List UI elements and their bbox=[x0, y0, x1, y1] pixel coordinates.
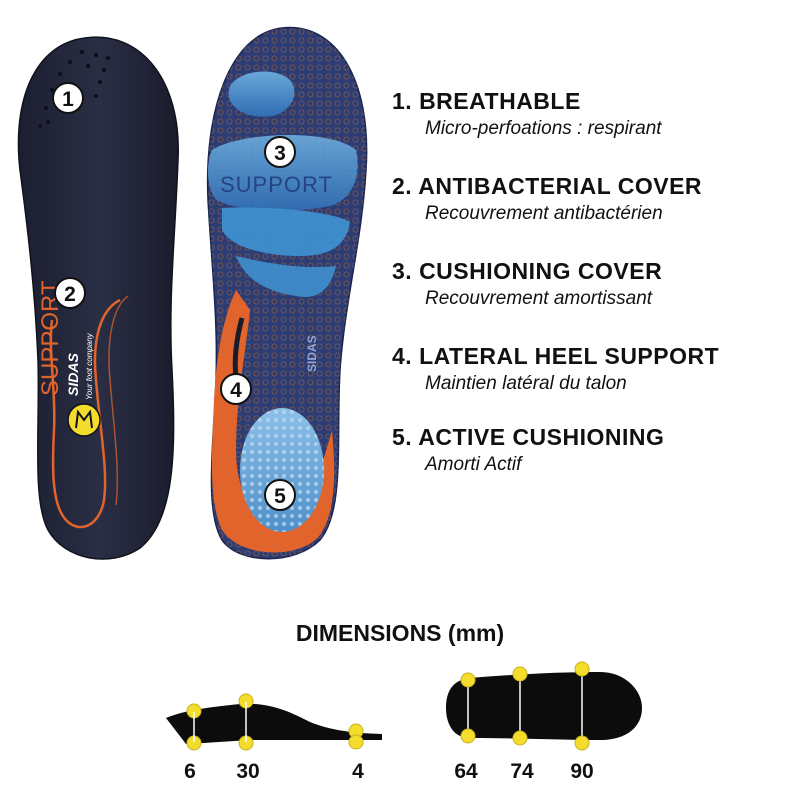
sidas-logo-top bbox=[67, 403, 101, 437]
insole-top-tagline: Your foot company bbox=[85, 332, 94, 400]
feature-title: 4. LATERAL HEEL SUPPORT bbox=[392, 343, 720, 369]
arch-gel-pad bbox=[236, 256, 336, 297]
marker-4: 4 bbox=[220, 373, 252, 405]
insole-bottom-logo-text: SIDAS bbox=[305, 335, 319, 372]
feature-title: 1. BREATHABLE bbox=[392, 88, 581, 114]
svg-text:4: 4 bbox=[230, 379, 242, 402]
dimension-value-top-1: 64 bbox=[454, 760, 478, 783]
top-outline-shape bbox=[446, 672, 642, 740]
feature-subtitle: Micro-perfoations : respirant bbox=[425, 118, 662, 139]
dimensions-title: DIMENSIONS (mm) bbox=[295, 620, 505, 646]
feature-active-cushioning: 5. ACTIVE CUSHIONING Amorti Actif bbox=[392, 424, 664, 476]
feature-breathable: 1. BREATHABLE Micro-perfoations : respir… bbox=[392, 88, 662, 140]
top-measure-markers bbox=[460, 661, 590, 751]
feature-title: 5. ACTIVE CUSHIONING bbox=[392, 424, 665, 450]
marker-3: 3 bbox=[264, 136, 296, 168]
marker-5: 5 bbox=[264, 479, 296, 511]
micro-perforations bbox=[38, 49, 110, 128]
feature-antibacterial-cover: 2. ANTIBACTERIAL COVER Recouvrement anti… bbox=[392, 173, 702, 225]
feature-subtitle: Recouvrement antibactérien bbox=[425, 203, 663, 224]
toe-gel-pad bbox=[228, 71, 295, 117]
side-profile-diagram bbox=[166, 693, 382, 751]
insole-top-contour-line-inner bbox=[108, 295, 129, 506]
insole-top-logo-text: SIDAS bbox=[65, 353, 81, 396]
heel-gel-dots bbox=[240, 408, 324, 532]
insole-top-view: SUPPORT SIDAS Your foot company 1 2 bbox=[17, 36, 179, 560]
feature-subtitle: Amorti Actif bbox=[425, 454, 522, 475]
svg-text:3: 3 bbox=[274, 142, 286, 165]
insole-bottom-view: SUPPORT SIDAS 3 4 5 bbox=[206, 26, 368, 560]
feature-subtitle: Recouvrement amortissant bbox=[425, 288, 653, 309]
feature-title: 2. ANTIBACTERIAL COVER bbox=[392, 173, 703, 199]
forefoot-cushion bbox=[207, 134, 358, 211]
lateral-heel-support bbox=[211, 290, 335, 553]
dimension-value-side-2: 30 bbox=[236, 760, 260, 783]
feature-title: 3. CUSHIONING COVER bbox=[392, 258, 663, 284]
insole-bottom-support-word: SUPPORT bbox=[220, 172, 333, 197]
dimension-value-side-1: 6 bbox=[184, 760, 196, 783]
side-profile-shape bbox=[166, 703, 382, 744]
dimension-value-top-2: 74 bbox=[510, 760, 534, 783]
feature-subtitle: Maintien latéral du talon bbox=[425, 373, 627, 394]
svg-text:5: 5 bbox=[274, 485, 286, 508]
dimension-value-top-3: 90 bbox=[570, 760, 594, 783]
insole-top-outline bbox=[17, 36, 179, 560]
feature-lateral-heel-support: 4. LATERAL HEEL SUPPORT Maintien latéral… bbox=[392, 343, 719, 395]
marker-2: 2 bbox=[54, 277, 86, 309]
dimension-value-side-3: 4 bbox=[352, 760, 364, 783]
insole-top-contour-line bbox=[49, 298, 121, 529]
feature-cushioning-cover: 3. CUSHIONING COVER Recouvrement amortis… bbox=[392, 258, 662, 310]
marker-1: 1 bbox=[52, 82, 84, 114]
midfoot-gel-pad bbox=[222, 207, 350, 256]
side-measure-markers bbox=[186, 693, 364, 751]
top-outline-diagram bbox=[446, 661, 642, 751]
svg-text:1: 1 bbox=[62, 88, 74, 111]
svg-text:2: 2 bbox=[64, 283, 76, 306]
